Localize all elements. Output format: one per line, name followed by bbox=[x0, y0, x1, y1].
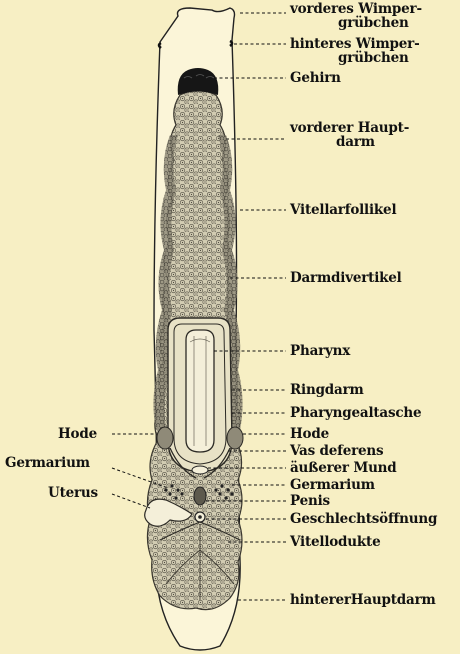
label-hode-right: Hode bbox=[290, 427, 329, 441]
label-line: hinteres Wimper- bbox=[290, 37, 419, 51]
label-gehirn: Gehirn bbox=[290, 71, 341, 85]
penis bbox=[194, 487, 206, 505]
label-vorderes-wimpergrubchen: vorderes Wimper- grübchen bbox=[290, 2, 422, 30]
label-line: vorderes Wimper- bbox=[290, 2, 422, 16]
label-hinterer-hauptdarm: hintererHauptdarm bbox=[290, 593, 436, 607]
label-uterus: Uterus bbox=[48, 486, 98, 500]
pharynx bbox=[186, 330, 214, 452]
label-germarium-left: Germarium bbox=[5, 456, 90, 470]
testis-left bbox=[157, 427, 173, 449]
label-hode-left: Hode bbox=[58, 427, 97, 441]
label-vorderer-hauptdarm: vorderer Haupt- darm bbox=[290, 121, 409, 149]
label-line: grübchen bbox=[290, 51, 419, 65]
label-ringdarm: Ringdarm bbox=[290, 383, 364, 397]
label-line: vorderer Haupt- bbox=[290, 121, 409, 135]
testis-right bbox=[227, 427, 243, 449]
label-darmdivertikel: Darmdivertikel bbox=[290, 271, 402, 285]
label-line: darm bbox=[290, 135, 409, 149]
label-vas-deferens: Vas deferens bbox=[290, 444, 383, 458]
label-ausserer-mund: äußerer Mund bbox=[290, 461, 397, 475]
label-geschlechtsoffnung: Geschlechtsöffnung bbox=[290, 512, 437, 526]
label-penis: Penis bbox=[290, 494, 330, 508]
label-pharyngealtasche: Pharyngealtasche bbox=[290, 406, 421, 420]
label-hinteres-wimpergrubchen: hinteres Wimper- grübchen bbox=[290, 37, 419, 65]
label-vitellarfollikel: Vitellarfollikel bbox=[290, 203, 396, 217]
label-pharynx: Pharynx bbox=[290, 344, 350, 358]
label-germarium-right: Germarium bbox=[290, 478, 375, 492]
outer-mouth bbox=[192, 466, 208, 474]
label-vitellodukte: Vitellodukte bbox=[290, 535, 381, 549]
label-line: grübchen bbox=[290, 16, 422, 30]
